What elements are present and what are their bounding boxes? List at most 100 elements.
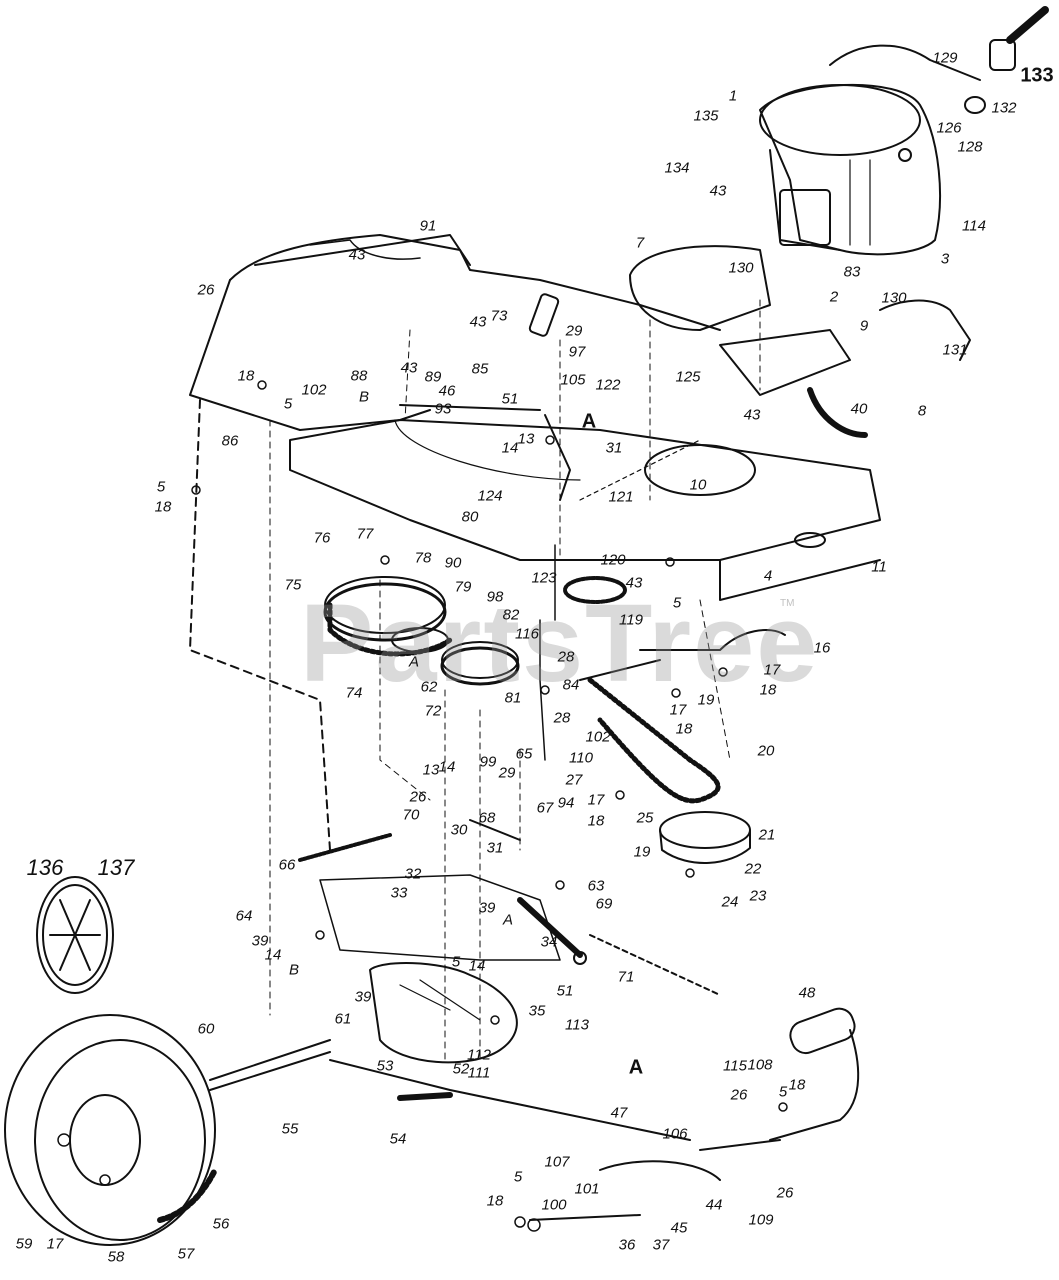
section-label-a: A bbox=[581, 410, 597, 433]
callout-35: 35 bbox=[528, 1002, 546, 1020]
callout-26: 26 bbox=[776, 1184, 794, 1202]
callout-91: 91 bbox=[419, 217, 437, 235]
callout-93: 93 bbox=[434, 400, 452, 418]
callout-14: 14 bbox=[468, 957, 486, 975]
callout-9: 9 bbox=[859, 317, 869, 335]
callout-36: 36 bbox=[618, 1236, 636, 1254]
callout-62: 62 bbox=[420, 678, 438, 696]
callout-99: 99 bbox=[479, 753, 497, 771]
callout-8: 8 bbox=[917, 402, 927, 420]
callout-39: 39 bbox=[354, 988, 372, 1006]
callout-55: 55 bbox=[281, 1120, 299, 1138]
callout-39: 39 bbox=[478, 899, 496, 917]
callout-107: 107 bbox=[544, 1153, 570, 1171]
callout-25: 25 bbox=[636, 809, 654, 827]
callout-106: 106 bbox=[662, 1125, 688, 1143]
callout-137: 137 bbox=[97, 855, 135, 880]
callout-105: 105 bbox=[560, 371, 586, 389]
frame-deck bbox=[289, 419, 881, 601]
callout-132: 132 bbox=[991, 99, 1017, 117]
callout-43: 43 bbox=[348, 246, 366, 264]
callout-130: 130 bbox=[728, 259, 754, 277]
callout-67: 67 bbox=[536, 799, 554, 817]
callout-43: 43 bbox=[709, 182, 727, 200]
callout-10: 10 bbox=[689, 476, 707, 494]
callout-100: 100 bbox=[541, 1196, 567, 1214]
callout-33: 33 bbox=[390, 884, 408, 902]
callout-24: 24 bbox=[721, 893, 739, 911]
callout-20: 20 bbox=[757, 742, 775, 760]
callout-14: 14 bbox=[501, 439, 519, 457]
callout-109: 109 bbox=[748, 1211, 774, 1229]
callout-128: 128 bbox=[957, 138, 983, 156]
callout-13: 13 bbox=[517, 430, 535, 448]
callout-124: 124 bbox=[477, 487, 503, 505]
callout-30: 30 bbox=[450, 821, 468, 839]
callout-81: 81 bbox=[504, 689, 522, 707]
callout-18: 18 bbox=[486, 1192, 504, 1210]
watermark-trademark: TM bbox=[780, 598, 795, 609]
section-label-b: B bbox=[358, 388, 370, 406]
callout-5: 5 bbox=[778, 1083, 788, 1101]
callout-29: 29 bbox=[565, 322, 583, 340]
callout-11: 11 bbox=[871, 558, 887, 576]
linkage bbox=[298, 6, 1049, 996]
callout-39: 39 bbox=[251, 932, 269, 950]
callout-83: 83 bbox=[843, 263, 861, 281]
callout-119: 119 bbox=[619, 611, 643, 629]
callout-102: 102 bbox=[585, 728, 611, 746]
callout-26: 26 bbox=[409, 788, 427, 806]
callout-47: 47 bbox=[610, 1104, 628, 1122]
callout-4: 4 bbox=[763, 567, 773, 585]
callout-5: 5 bbox=[283, 395, 293, 413]
callout-75: 75 bbox=[284, 576, 302, 594]
callout-56: 56 bbox=[212, 1215, 230, 1233]
callout-136: 136 bbox=[26, 855, 64, 880]
callout-61: 61 bbox=[334, 1010, 352, 1028]
callout-86: 86 bbox=[221, 432, 239, 450]
callout-53: 53 bbox=[376, 1057, 394, 1075]
callout-43: 43 bbox=[400, 359, 418, 377]
callout-79: 79 bbox=[454, 578, 472, 596]
callout-51: 51 bbox=[556, 982, 574, 1000]
callout-123: 123 bbox=[531, 569, 557, 587]
engine-assembly bbox=[629, 83, 971, 438]
callout-115: 115 bbox=[723, 1057, 747, 1075]
callout-135: 135 bbox=[693, 107, 719, 125]
callout-122: 122 bbox=[595, 376, 621, 394]
callout-131: 131 bbox=[942, 341, 968, 359]
callout-73: 73 bbox=[490, 307, 508, 325]
callout-14: 14 bbox=[438, 758, 456, 776]
callout-125: 125 bbox=[675, 368, 701, 386]
callout-18: 18 bbox=[788, 1076, 806, 1094]
callout-27: 27 bbox=[565, 771, 583, 789]
callout-18: 18 bbox=[154, 498, 172, 516]
callout-84: 84 bbox=[562, 676, 580, 694]
callout-17: 17 bbox=[46, 1235, 64, 1253]
callout-43: 43 bbox=[625, 574, 643, 592]
callout-14: 14 bbox=[264, 946, 282, 964]
callout-82: 82 bbox=[502, 606, 520, 624]
callout-5: 5 bbox=[672, 594, 682, 612]
callout-72: 72 bbox=[424, 702, 442, 720]
callout-71: 71 bbox=[617, 968, 635, 986]
callout-26: 26 bbox=[197, 281, 215, 299]
lift-handle bbox=[529, 1007, 860, 1221]
callout-37: 37 bbox=[652, 1236, 670, 1254]
callout-18: 18 bbox=[587, 812, 605, 830]
callout-77: 77 bbox=[356, 525, 374, 543]
callout-120: 120 bbox=[600, 551, 626, 569]
callout-19: 19 bbox=[697, 691, 715, 709]
leader-lines bbox=[269, 299, 761, 1061]
callout-13: 13 bbox=[422, 761, 440, 779]
callout-66: 66 bbox=[278, 856, 296, 874]
callout-134: 134 bbox=[664, 159, 690, 177]
callout-76: 76 bbox=[313, 529, 331, 547]
callout-121: 121 bbox=[608, 488, 634, 506]
callout-29: 29 bbox=[498, 764, 516, 782]
callout-102: 102 bbox=[301, 381, 327, 399]
callout-44: 44 bbox=[705, 1196, 723, 1214]
callout-2: 2 bbox=[829, 288, 839, 306]
callout-26: 26 bbox=[730, 1086, 748, 1104]
callout-113: 113 bbox=[565, 1016, 589, 1034]
